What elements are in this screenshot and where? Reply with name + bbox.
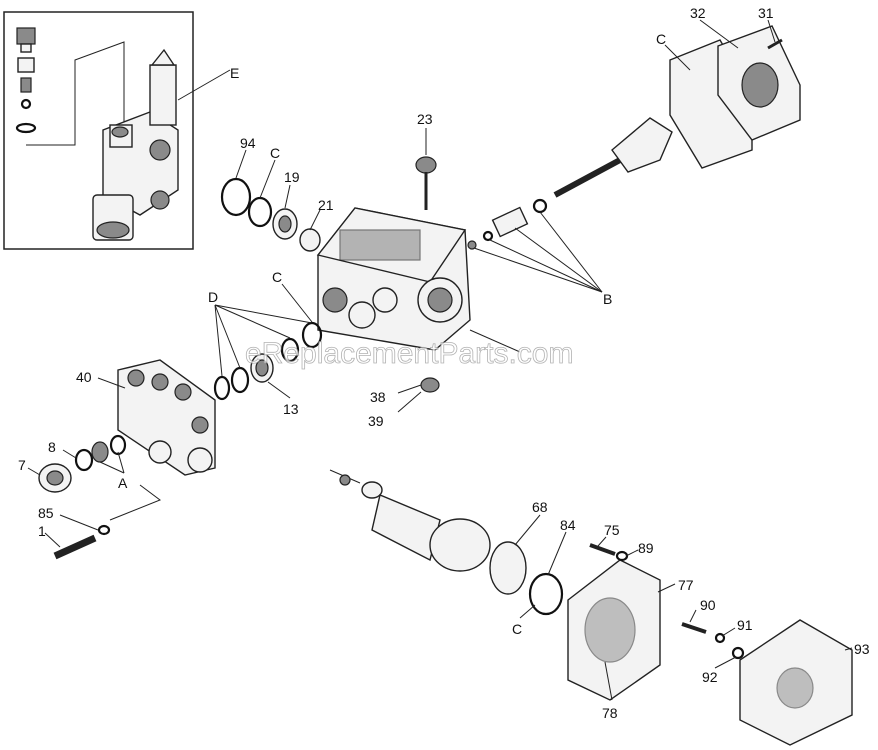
callout-31: 31 [758,5,774,21]
callout-c2: C [272,269,282,285]
crankshaft [329,469,564,616]
piston-group-b [467,198,603,293]
callout-94: 94 [240,135,256,151]
callout-38: 38 [370,389,386,405]
callout-78: 78 [602,705,618,721]
callout-91: 91 [737,617,753,633]
callout-77: 77 [678,577,694,593]
callout-d: D [208,289,218,305]
callout-23: 23 [417,111,433,127]
callout-90: 90 [700,597,716,613]
callout-a: A [118,475,128,491]
callout-89: 89 [638,540,654,556]
callout-19: 19 [284,169,300,185]
callout-8: 8 [48,439,56,455]
callout-1: 1 [38,523,46,539]
callout-32: 32 [690,5,706,21]
callout-e: E [230,65,239,81]
callout-c3: C [512,621,522,637]
watermark: eReplacementParts.com [245,337,573,370]
callout-39: 39 [368,413,384,429]
callout-75: 75 [604,522,620,538]
manifold [117,359,216,476]
callout-92: 92 [702,669,718,685]
callout-13: 13 [283,401,299,417]
callout-40: 40 [76,369,92,385]
callout-93: 93 [854,641,870,657]
callout-labels: 94 C 19 21 23 E C D 13 40 8 7 A 85 1 38 … [18,5,870,721]
crankcase [316,207,521,353]
callout-7: 7 [18,457,26,473]
callout-c4: C [656,31,666,47]
callout-21: 21 [318,197,334,213]
callout-b: B [603,291,612,307]
callout-68: 68 [532,499,548,515]
callout-84: 84 [560,517,576,533]
seal-group-d [213,321,323,401]
callout-85: 85 [38,505,54,521]
unloader-inset [3,11,231,250]
callout-c1: C [270,145,280,161]
seal-group-upper [220,177,321,252]
